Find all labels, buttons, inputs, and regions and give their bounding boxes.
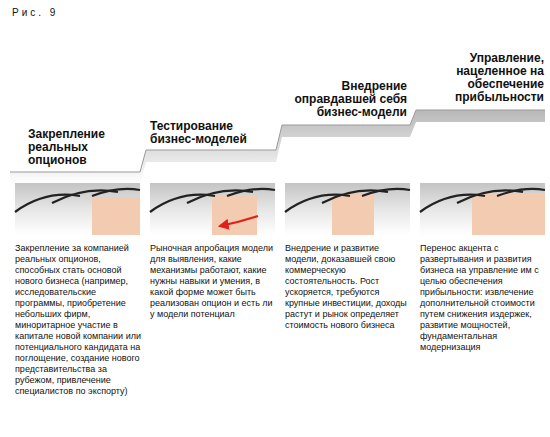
stage-description: Внедрение и развитие модели, доказавшей … — [285, 243, 411, 331]
stage-column: Внедрение оправдавшей себя бизнес-модели… — [285, 80, 411, 433]
stage-description: Перенос акцента с развертывания и развит… — [420, 243, 546, 353]
stage-description: Закрепление за компанией реальных опцион… — [15, 243, 141, 397]
stage-column: Закрепление реальных опционовЗакрепление… — [15, 128, 141, 433]
figure-label: Рис. 9 — [12, 7, 58, 18]
stage-panel — [285, 183, 410, 235]
stage-column: Управление, нацеленное на обеспечение пр… — [420, 52, 546, 433]
stage-heading: Внедрение оправдавшей себя бизнес-модели — [285, 80, 407, 119]
stage-heading: Управление, нацеленное на обеспечение пр… — [420, 52, 544, 104]
stage-heading: Закрепление реальных опционов — [28, 128, 140, 167]
stage-heading: Тестирование бизнес-моделей — [150, 120, 275, 146]
stage-panel — [150, 183, 275, 235]
stage-panel — [15, 183, 140, 235]
stage-column: Тестирование бизнес-моделейРыночная апро… — [150, 120, 276, 433]
step-line — [10, 110, 545, 172]
stage-description: Рыночная апробация модели для выявления,… — [150, 243, 276, 320]
step-band — [10, 110, 545, 184]
stage-panel — [420, 183, 545, 235]
